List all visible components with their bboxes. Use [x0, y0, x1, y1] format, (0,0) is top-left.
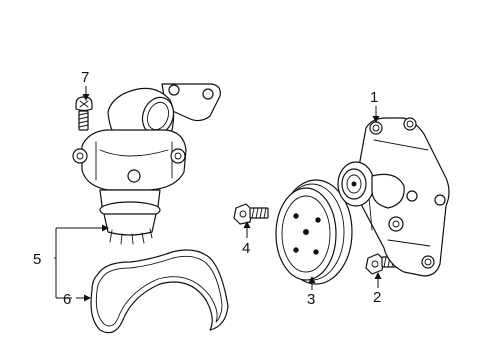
callout-4: 4	[242, 240, 250, 257]
callout-3: 3	[307, 291, 315, 308]
callout-6: 6	[63, 291, 71, 308]
callout-2: 2	[373, 289, 381, 306]
pulley-icon	[275, 179, 353, 285]
callout-1: 1	[370, 89, 378, 106]
gasket-icon	[90, 249, 229, 334]
bolt-icon	[233, 203, 269, 225]
callout-7: 7	[81, 69, 89, 86]
water-pump-housing-icon	[337, 117, 450, 277]
thermostat-housing-assembly-icon	[72, 83, 221, 245]
callout-5: 5	[33, 251, 41, 268]
screw-icon	[75, 96, 93, 131]
